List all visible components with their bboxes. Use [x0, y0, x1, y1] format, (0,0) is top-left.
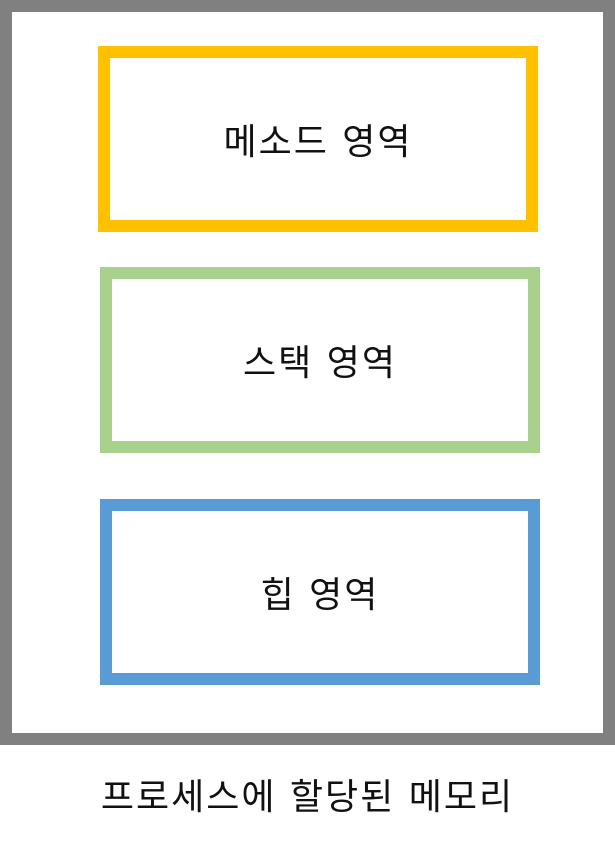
diagram-caption: 프로세스에 할당된 메모리: [100, 777, 515, 818]
heap-area-box: 힙 영역: [100, 499, 540, 685]
stack-area-box: 스택 영역: [100, 267, 540, 453]
method-area-label: 메소드 영역: [223, 122, 413, 163]
heap-area-label: 힙 영역: [260, 575, 380, 616]
method-area-box: 메소드 영역: [98, 46, 538, 232]
process-memory-frame: 메소드 영역 스택 영역 힙 영역: [0, 0, 615, 745]
stack-area-label: 스택 영역: [243, 343, 397, 384]
